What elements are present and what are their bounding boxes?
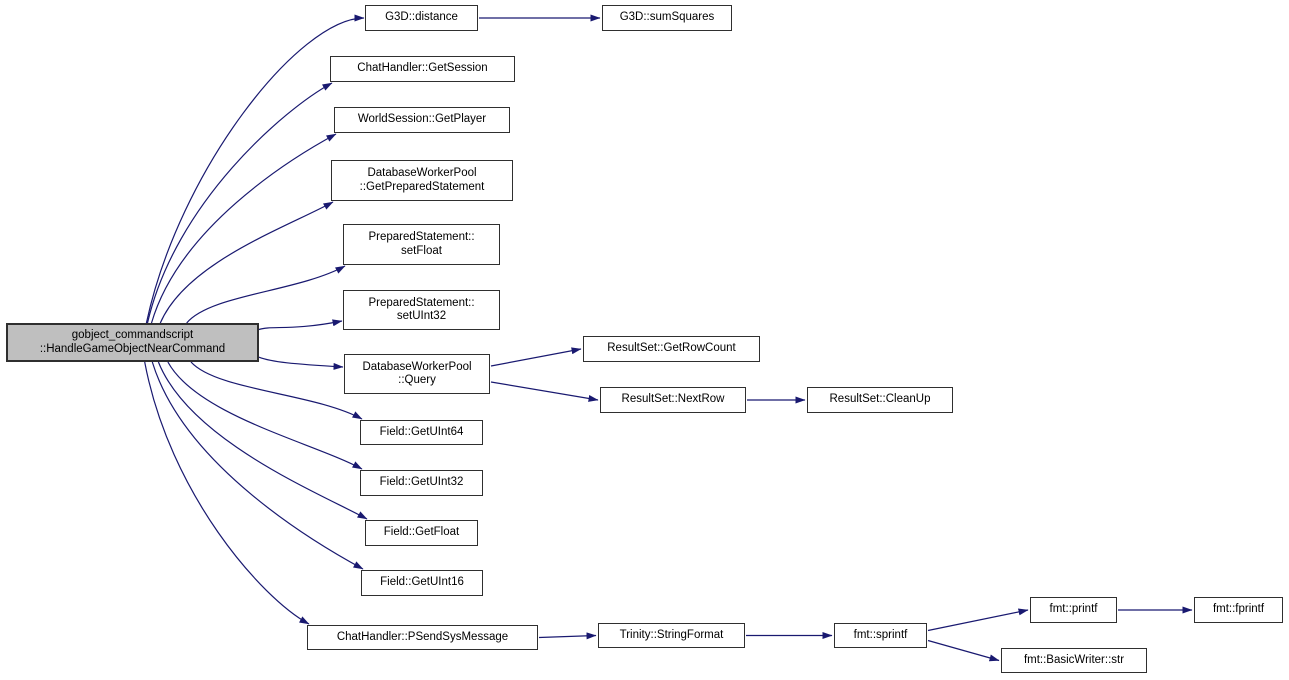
graph-node-dwp_getpreparedstatement[interactable]: DatabaseWorkerPool ::GetPreparedStatemen… [331,160,513,201]
edge-main-to-field_getuint16 [151,361,364,570]
graph-node-fmt_printf[interactable]: fmt::printf [1030,597,1117,623]
graph-node-ps_setfloat[interactable]: PreparedStatement:: setFloat [343,224,500,265]
graph-node-resultset_nextrow[interactable]: ResultSet::NextRow [600,387,746,413]
edge-main-to-dwp_query [258,356,344,370]
graph-node-field_getuint16[interactable]: Field::GetUInt16 [361,570,483,596]
edge-chathandler_psendsysmessage-to-trinity_stringformat [538,632,597,640]
graph-node-fmt_sprintf[interactable]: fmt::sprintf [834,623,927,648]
graph-node-chathandler_psendsysmessage[interactable]: ChatHandler::PSendSysMessage [307,625,538,650]
edge-dwp_query-to-resultset_getrowcount [490,347,582,367]
edge-main-to-worldsession_getplayer [150,133,337,324]
graph-node-fmt_fprintf[interactable]: fmt::fprintf [1194,597,1283,623]
edge-main-to-chathandler_psendsysmessage [144,361,310,625]
graph-node-dwp_query[interactable]: DatabaseWorkerPool ::Query [344,354,490,394]
edge-main-to-field_getuint64 [190,361,363,420]
edge-main-to-field_getuint32 [167,361,363,470]
graph-node-worldsession_getplayer[interactable]: WorldSession::GetPlayer [334,107,510,133]
edge-main-to-ps_setuint32 [258,319,343,331]
edge-fmt_sprintf-to-fmt_printf [927,608,1029,632]
graph-node-g3d_distance[interactable]: G3D::distance [365,5,478,31]
graph-node-field_getuint32[interactable]: Field::GetUInt32 [360,470,483,496]
edge-main-to-ps_setfloat [186,265,346,324]
graph-node-trinity_stringformat[interactable]: Trinity::StringFormat [598,623,745,648]
graph-node-resultset_cleanup[interactable]: ResultSet::CleanUp [807,387,953,413]
edge-main-to-dwp_getpreparedstatement [159,201,334,324]
graph-node-fmt_basicwriter_str[interactable]: fmt::BasicWriter::str [1001,648,1147,673]
graph-node-g3d_sumsquares[interactable]: G3D::sumSquares [602,5,732,31]
graph-node-field_getfloat[interactable]: Field::GetFloat [365,520,478,546]
edge-dwp_query-to-resultset_nextrow [490,381,599,402]
edge-main-to-field_getfloat [157,361,368,520]
edge-fmt_sprintf-to-fmt_basicwriter_str [927,639,1000,662]
graph-node-resultset_getrowcount[interactable]: ResultSet::GetRowCount [583,336,760,362]
edge-main-to-chathandler_getsession [146,82,333,324]
graph-node-main: gobject_commandscript ::HandleGameObject… [6,323,259,362]
graph-node-field_getuint64[interactable]: Field::GetUInt64 [360,420,483,445]
edge-main-to-g3d_distance [145,14,365,324]
graph-node-chathandler_getsession[interactable]: ChatHandler::GetSession [330,56,515,82]
graph-node-ps_setuint32[interactable]: PreparedStatement:: setUInt32 [343,290,500,330]
